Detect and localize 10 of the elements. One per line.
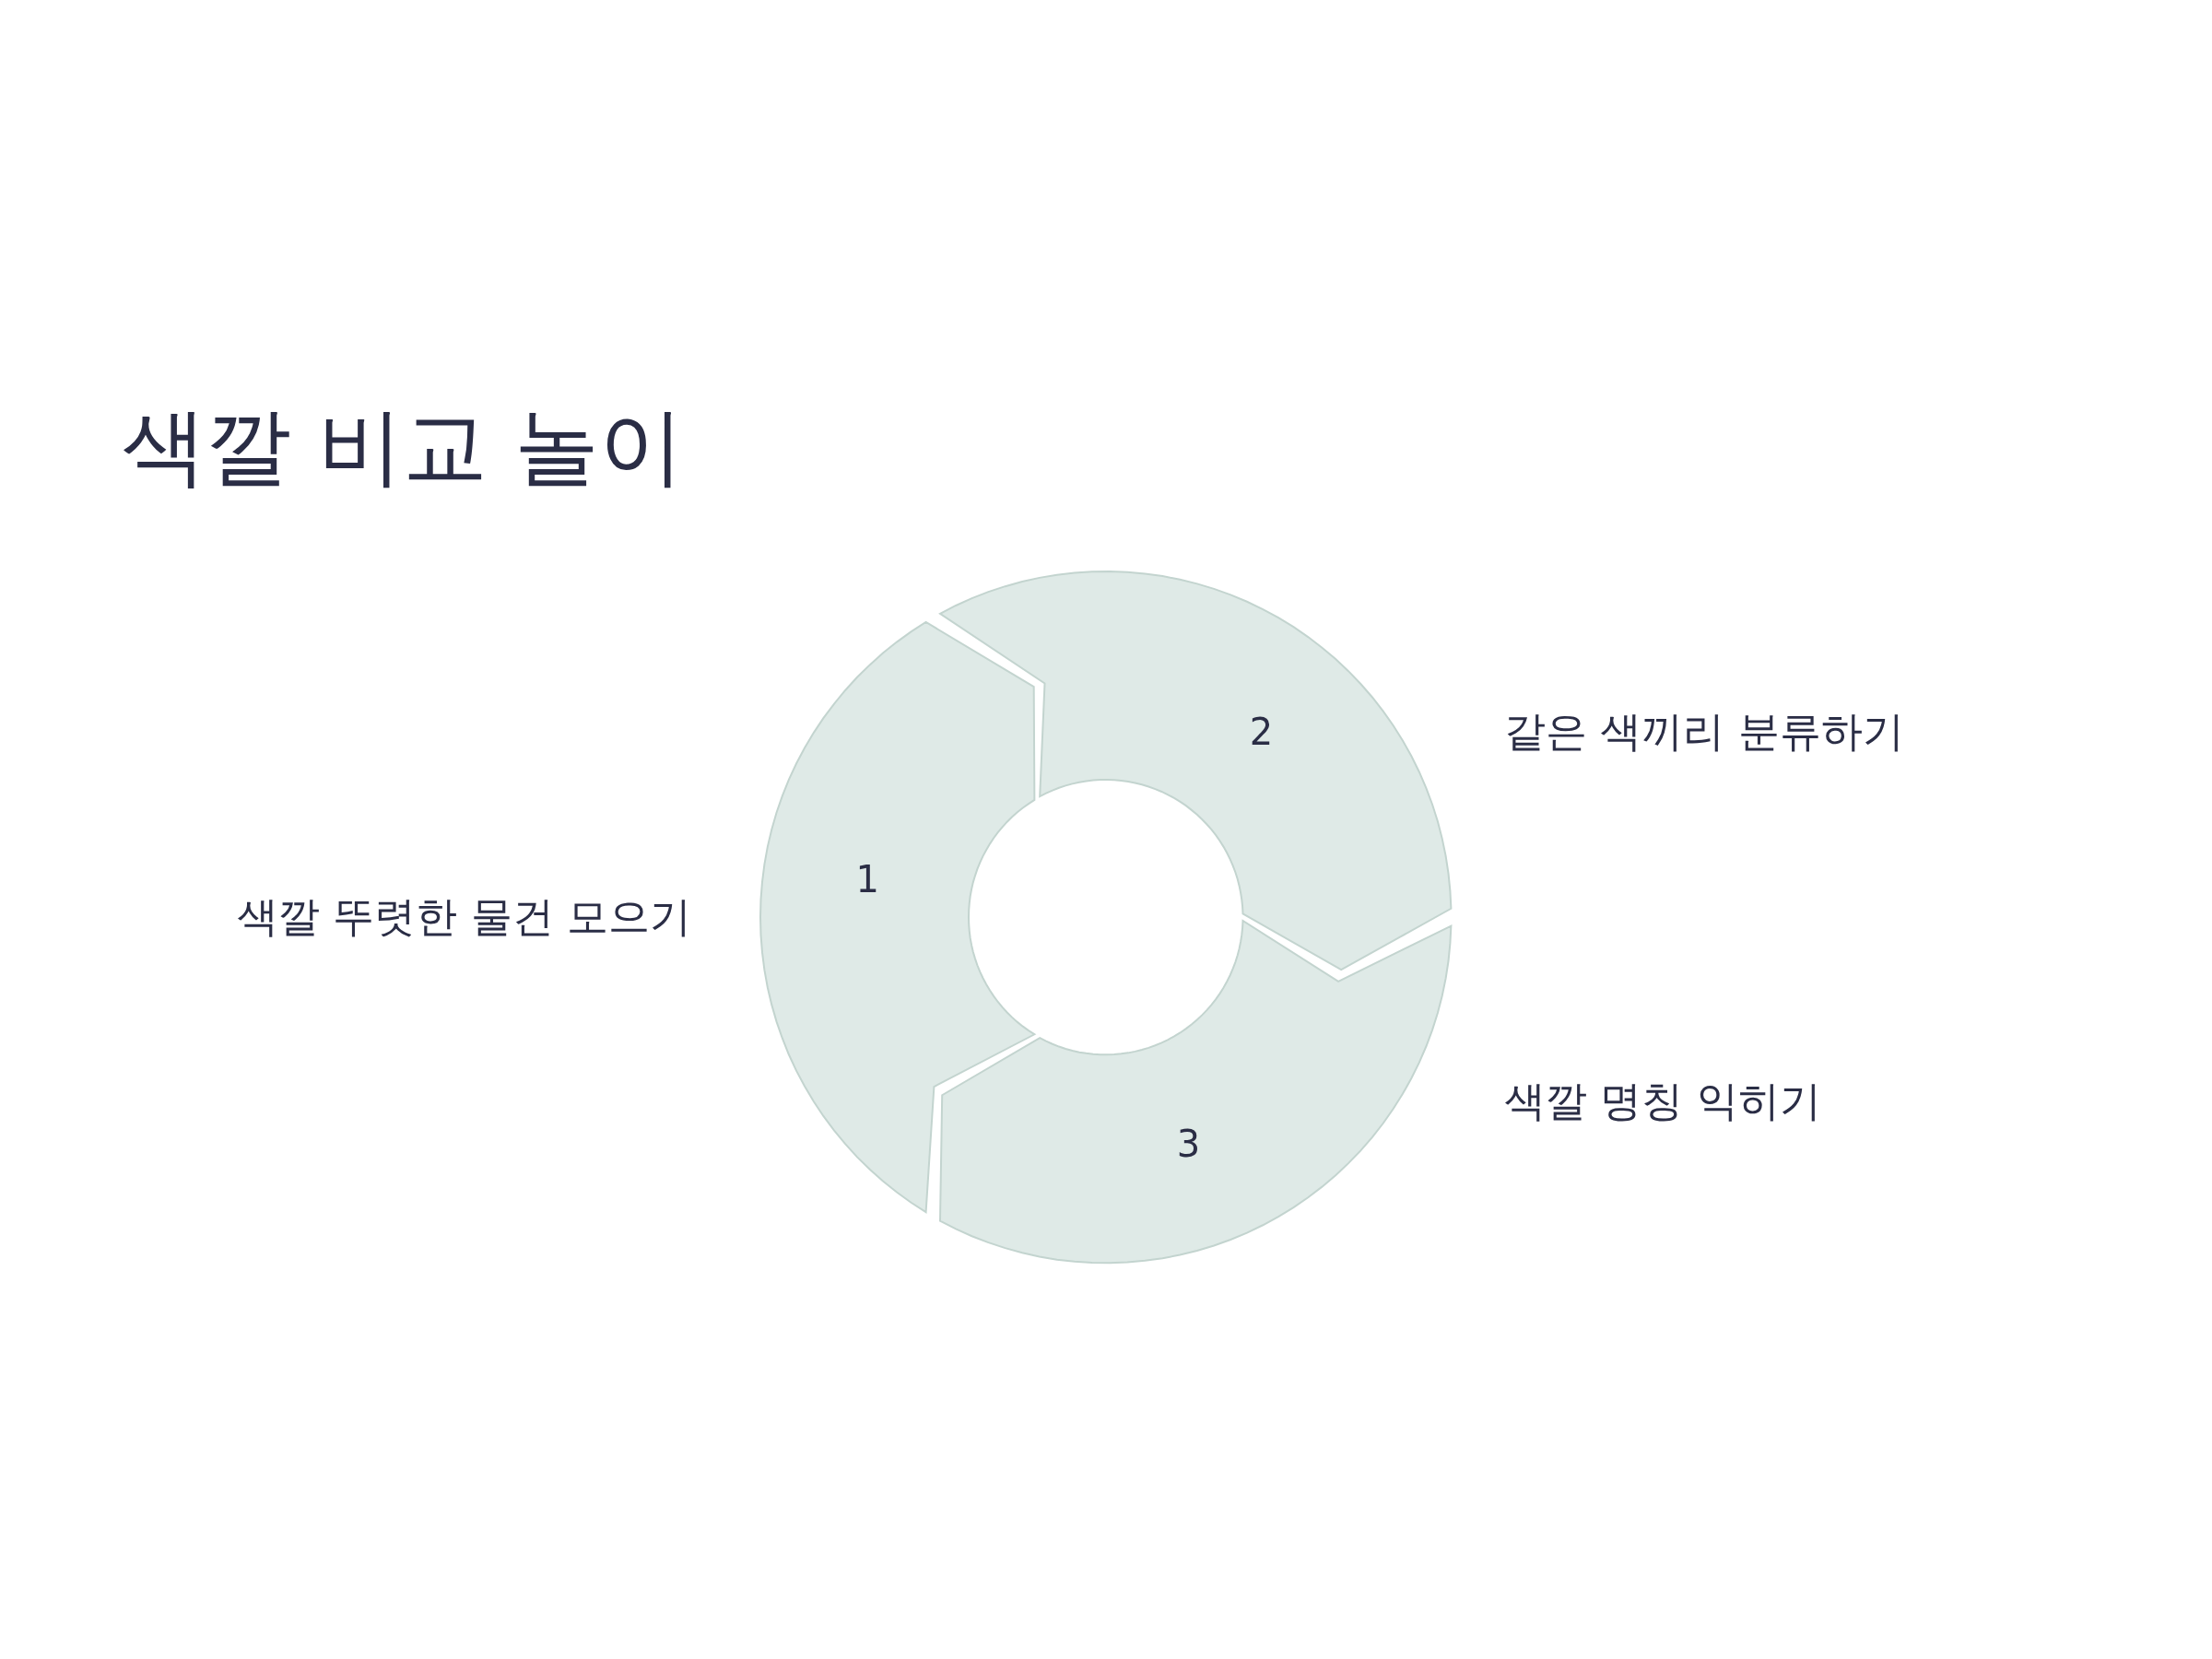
arrow-segment: [940, 920, 1452, 1263]
arrow-segment: [940, 571, 1452, 971]
step-label: 색깔 뚜렷한 물건 모으기: [237, 892, 691, 942]
step-label: 같은 색끼리 분류하기: [1504, 707, 1904, 757]
step-number: 1: [855, 861, 879, 898]
arrow-segment: [760, 621, 1035, 1213]
step-number: 2: [1249, 713, 1274, 751]
title: 색깔 비교 놀이: [122, 396, 685, 498]
step-label: 색깔 명칭 익히기: [1504, 1077, 1821, 1126]
step-number: 3: [1176, 1125, 1201, 1163]
